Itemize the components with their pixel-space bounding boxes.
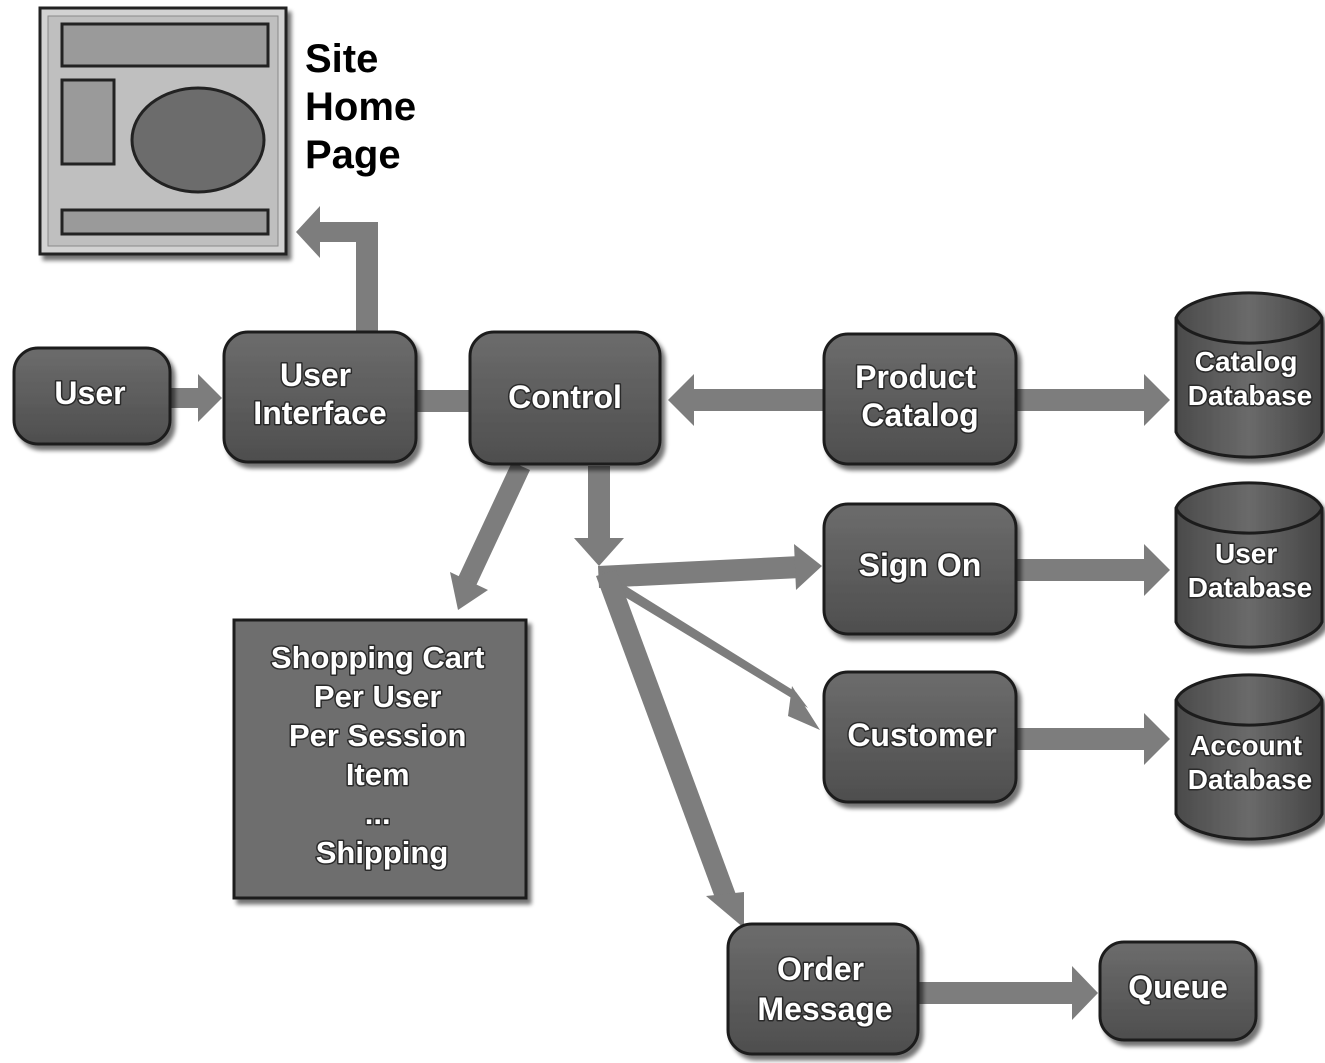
node-queue: Queue [1098, 940, 1258, 1042]
node-product-catalog-label: Product Catalog [855, 359, 985, 433]
shopping-cart-box: Shopping Cart Per User Per Session Item … [232, 618, 528, 900]
arrow-interface-to-homepage [296, 206, 378, 334]
node-user-interface: User Interface [222, 330, 418, 464]
connectors [170, 206, 1170, 1020]
page-footer-block [60, 208, 270, 236]
page-header-block [60, 22, 270, 68]
connector-interface-control [416, 390, 472, 412]
node-control-label: Control [508, 379, 622, 415]
node-sign-on-label: Sign On [859, 547, 982, 583]
arrow-signon-to-db [1016, 544, 1170, 596]
node-order-message: Order Message [726, 922, 920, 1056]
db-catalog-database-label: Catalog Database [1188, 346, 1313, 411]
node-customer-label: Customer [847, 717, 996, 753]
node-order-message-label: Order Message [757, 951, 892, 1027]
db-account-database: Account Database [1174, 673, 1324, 841]
db-account-database-label: Account Database [1188, 730, 1313, 795]
node-queue-label: Queue [1128, 969, 1228, 1005]
db-user-database: User Database [1174, 481, 1324, 649]
site-home-page-mockup [38, 6, 288, 256]
page-sidebar-block [60, 78, 116, 166]
node-product-catalog: Product Catalog [822, 332, 1018, 466]
node-user: User [12, 346, 172, 446]
node-customer: Customer [822, 670, 1018, 804]
shopping-cart-label: Shopping Cart Per User Per Session Item … [271, 640, 493, 870]
node-user-label: User [54, 375, 125, 411]
node-sign-on: Sign On [822, 502, 1018, 636]
arrow-branch-to-customer [600, 570, 820, 730]
db-user-database-label: User Database [1188, 538, 1313, 603]
arrow-user-to-interface [170, 374, 222, 422]
node-user-interface-label: User Interface [253, 357, 386, 431]
arrow-control-to-cart [450, 462, 530, 610]
arrow-catalog-to-control [668, 374, 826, 426]
db-catalog-database: Catalog Database [1174, 291, 1324, 459]
page-content-ellipse [130, 86, 266, 194]
arrow-order-to-queue [916, 966, 1098, 1020]
site-home-page-title: Site Home Page [305, 37, 427, 177]
arrow-branch-to-order [596, 570, 744, 928]
arrow-branch-to-signon [598, 544, 822, 590]
arrow-customer-to-db [1016, 713, 1170, 765]
node-control: Control [468, 330, 662, 466]
arrow-control-down [574, 466, 624, 566]
arrow-catalog-to-db [1016, 374, 1170, 426]
